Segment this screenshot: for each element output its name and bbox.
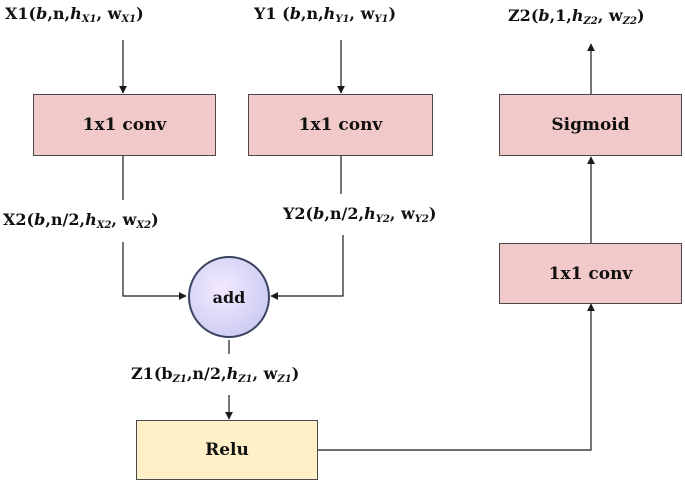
conv-block-y-label: 1x1 conv xyxy=(298,115,383,135)
conv-block-y: 1x1 conv xyxy=(248,94,433,156)
conv-block-x-label: 1x1 conv xyxy=(82,115,167,135)
label-x2: X2(b,n/2,hX2, wX2) xyxy=(3,210,159,231)
arrow-y2-to-add xyxy=(270,235,344,300)
label-x1: X1(b,n,hX1, wX1) xyxy=(5,4,144,25)
relu-block: Relu xyxy=(136,420,318,480)
label-y2: Y2(b,n/2,hY2, wY2) xyxy=(283,204,437,225)
relu-block-label: Relu xyxy=(205,440,249,460)
conv-block-out-label: 1x1 conv xyxy=(548,263,633,284)
label-y1: Y1 (b,n,hY1, wY1) xyxy=(254,4,397,25)
conv-block-x: 1x1 conv xyxy=(33,94,216,156)
conv-block-out: 1x1 conv xyxy=(499,243,682,304)
arrow-x2-to-add xyxy=(122,242,187,300)
sigmoid-block-label: Sigmoid xyxy=(551,115,630,135)
label-z2: Z2(b,1,hZ2, wZ2) xyxy=(508,6,645,27)
add-node: add xyxy=(188,256,270,338)
label-z1: Z1(bZ1,n/2,hZ1, wZ1) xyxy=(131,364,300,385)
sigmoid-block: Sigmoid xyxy=(499,94,682,156)
add-node-label: add xyxy=(212,287,246,307)
arrow-relu-to-conv xyxy=(318,303,595,451)
